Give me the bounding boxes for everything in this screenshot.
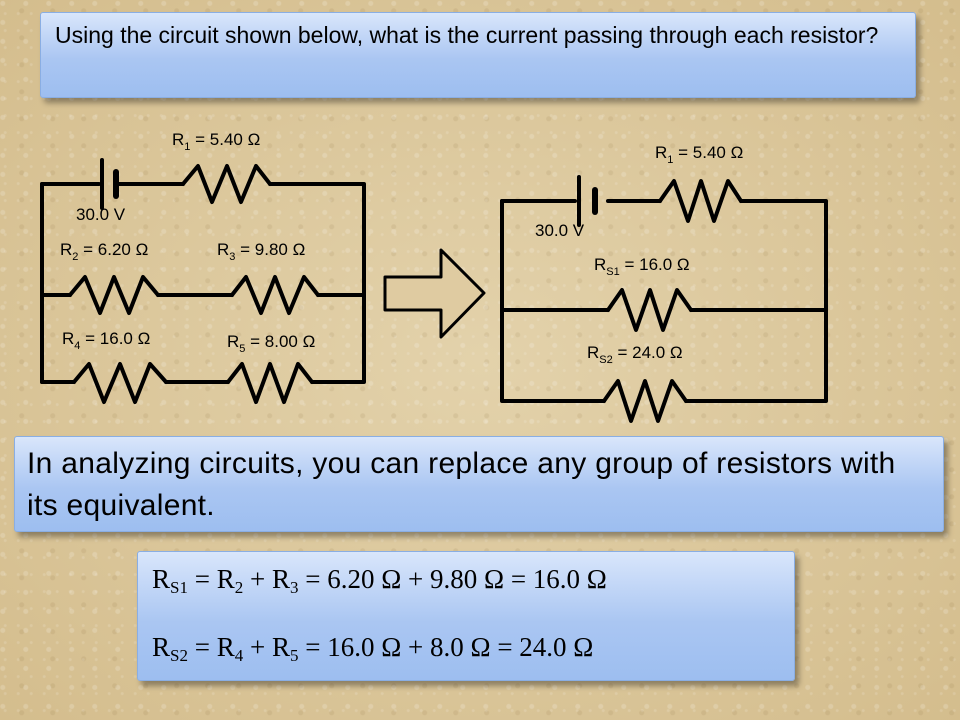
left-battery-label: 30.0 V [76,205,126,224]
left-r2-label: R2 = 6.20 Ω [60,240,148,263]
right-battery [577,175,598,227]
left-circuit-wires [40,182,366,384]
right-circuit-wires [500,199,828,403]
equations-box: RS1 = R2 + R3 = 6.20 Ω + 9.80 Ω = 16.0 Ω… [137,551,795,681]
right-rs1-label: RS1 = 16.0 Ω [594,255,690,278]
equation-rs1: RS1 = R2 + R3 = 6.20 Ω + 9.80 Ω = 16.0 Ω [152,564,607,597]
right-r1-label: R1 = 5.40 Ω [655,143,743,166]
left-r1-label: R1 = 5.40 Ω [172,130,260,153]
left-resistor-r3 [230,275,320,315]
left-resistor-r2 [68,275,160,315]
left-r4-label: R4 = 16.0 Ω [62,329,150,352]
right-rs2-label: RS2 = 24.0 Ω [587,343,683,366]
right-resistor-r1 [658,179,743,223]
question-box: Using the circuit shown below, what is t… [40,12,916,98]
equation-rs2: RS2 = R4 + R5 = 16.0 Ω + 8.0 Ω = 24.0 Ω [152,632,594,665]
question-text: Using the circuit shown below, what is t… [55,22,879,48]
right-resistor-rs2 [602,379,688,423]
left-r5-label: R5 = 8.00 Ω [227,332,315,355]
statement-box: In analyzing circuits, you can replace a… [14,436,944,532]
left-resistor-r5 [226,362,314,404]
statement-text: In analyzing circuits, you can replace a… [27,447,896,522]
right-battery-label: 30.0 V [535,221,585,240]
left-resistor-r1 [181,164,272,204]
left-r3-label: R3 = 9.80 Ω [217,240,305,263]
transform-arrow-icon [383,248,486,339]
left-resistor-r4 [72,362,168,404]
left-battery [100,158,119,210]
right-resistor-rs1 [606,288,693,332]
